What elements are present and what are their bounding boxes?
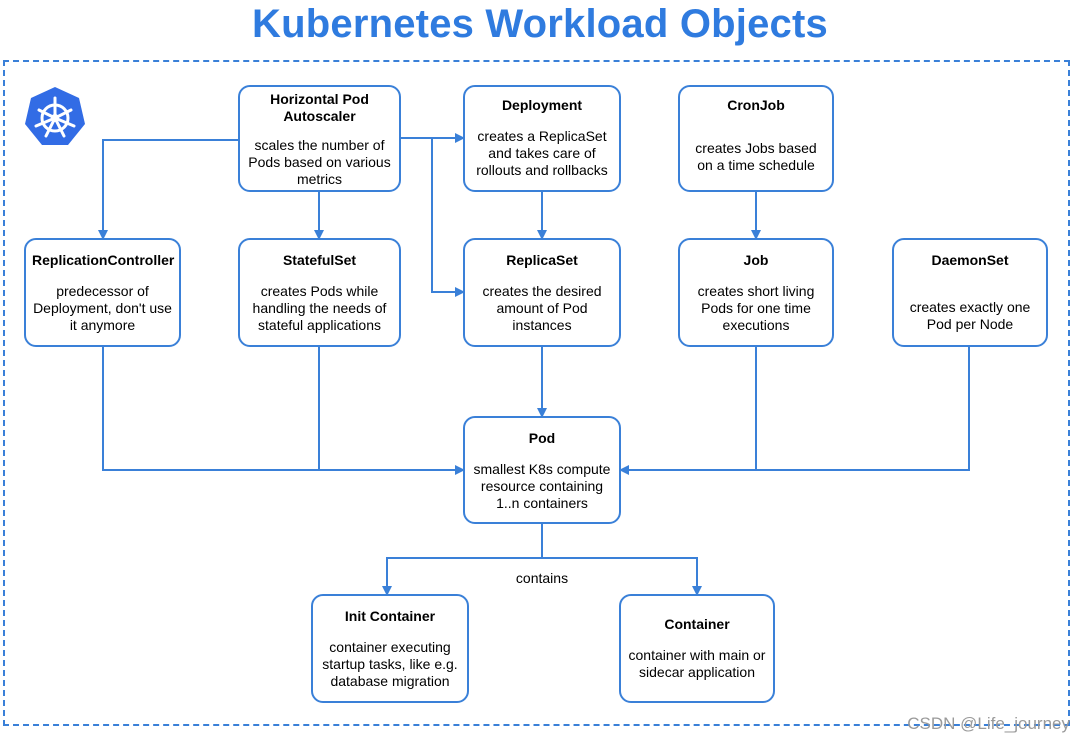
node-description: container executing startup tasks, like … [322, 639, 458, 689]
node-title: ReplicaSet [506, 252, 578, 268]
edge-pod-to-initcontainer [382, 524, 543, 596]
node-description: creates Jobs based on a time schedule [695, 140, 817, 173]
node-daemonset: DaemonSet creates exactly one Pod per No… [892, 238, 1048, 347]
node-title: ReplicationController [32, 252, 175, 268]
edge-daemonset-to-pod [756, 347, 970, 471]
diagram-title: Kubernetes Workload Objects [252, 2, 828, 46]
node-description: creates the desired amount of Pod instan… [482, 283, 602, 333]
node-deployment: Deployment creates a ReplicaSet and take… [463, 85, 621, 192]
node-replicaset: ReplicaSet creates the desired amount of… [463, 238, 621, 347]
node-title: Deployment [501, 97, 583, 113]
node-description: creates Pods while handling the needs of… [252, 283, 387, 333]
node-container: Container container with main or sidecar… [619, 594, 775, 703]
node-horizontal-pod-autoscaler: Horizontal Pod Autoscaler scales the num… [238, 85, 401, 192]
node-title: Pod [528, 430, 556, 446]
edge-replicationcontroller-to-pod [102, 347, 465, 475]
node-title: Container [664, 616, 730, 632]
node-statefulset: StatefulSet creates Pods while handling … [238, 238, 401, 347]
edge-hpa-to-replicaset [401, 137, 465, 297]
node-title: Init Container [344, 608, 436, 624]
node-description: container with main or sidecar applicati… [628, 647, 766, 680]
node-description: smallest K8s compute resource containing… [473, 461, 611, 511]
watermark: CSDN @Life_journey [907, 714, 1070, 733]
node-replicationcontroller: ReplicationController predecessor of Dep… [24, 238, 181, 347]
node-title: Job [743, 252, 769, 268]
node-pod: Pod smallest K8s compute resource contai… [463, 416, 621, 524]
node-title: Horizontal Pod Autoscaler [270, 91, 369, 124]
edge-pod-to-container [542, 557, 702, 596]
node-cronjob: CronJob creates Jobs based on a time sch… [678, 85, 834, 192]
node-description: scales the number of Pods based on vario… [248, 137, 391, 187]
node-title: CronJob [727, 97, 785, 113]
edge-job-to-pod [619, 347, 757, 475]
dashed-frame [3, 60, 1070, 726]
node-description: creates short living Pods for one time e… [697, 283, 815, 333]
node-description: predecessor of Deployment, don't use it … [33, 283, 172, 333]
kubernetes-helm-icon [25, 87, 85, 145]
edge-label-contains: contains [515, 570, 569, 586]
node-init-container: Init Container container executing start… [311, 594, 469, 703]
node-description: creates a ReplicaSet and takes care of r… [476, 128, 608, 178]
node-title: DaemonSet [931, 252, 1009, 268]
node-description: creates exactly one Pod per Node [909, 299, 1031, 332]
edge-hpa-to-replicationcontroller [98, 139, 238, 240]
node-job: Job creates short living Pods for one ti… [678, 238, 834, 347]
node-title: StatefulSet [282, 252, 357, 268]
